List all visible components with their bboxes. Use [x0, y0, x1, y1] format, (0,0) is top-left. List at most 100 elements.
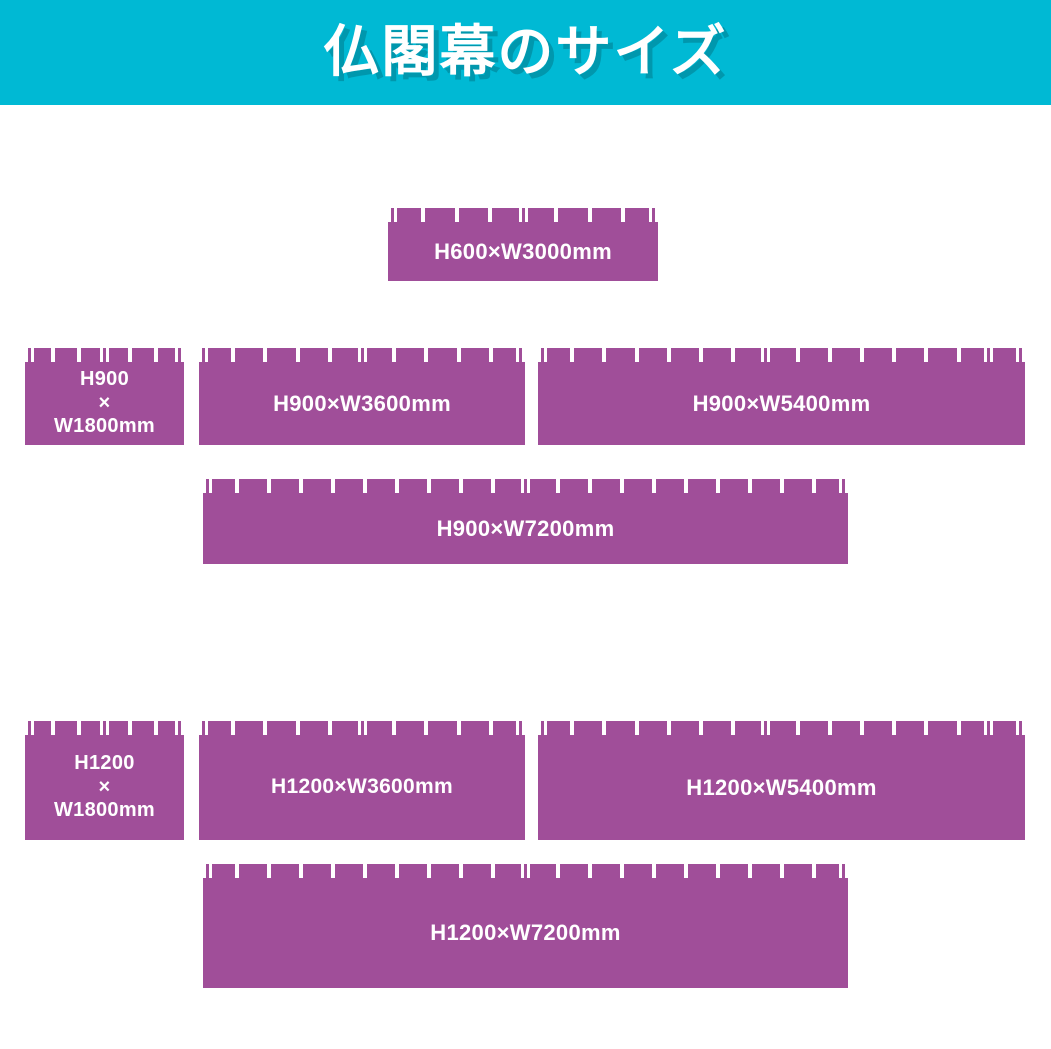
banner-notch [331, 864, 336, 878]
banner-seam-notch [203, 864, 212, 878]
banner-seam-divider [28, 721, 31, 735]
banner-seam-divider [764, 348, 768, 362]
banner-notch [154, 348, 159, 362]
banner-notch [795, 721, 800, 735]
header-banner: 仏閣幕のサイズ [0, 0, 1051, 105]
banner-notch [295, 348, 300, 362]
banner-notch [231, 348, 236, 362]
banner-notch [295, 721, 300, 735]
banner-seam-divider [206, 479, 209, 493]
banner-size-label: H1200×W7200mm [430, 920, 621, 946]
banner-notch [699, 721, 703, 735]
banner-seam-divider [987, 721, 991, 735]
banner-notch [267, 479, 272, 493]
banner-notch [456, 348, 461, 362]
banner-size-label: H1200 × W1800mm [53, 752, 156, 822]
banner-size-label: H900×W3600mm [273, 390, 451, 416]
banner-top-slits [25, 348, 184, 362]
banner-size-label: H900 × W1800mm [53, 368, 156, 438]
banner-notch [555, 479, 560, 493]
banner-seam-divider [987, 348, 991, 362]
banner-top-slits [203, 864, 848, 878]
banner-h900-w1800: H900 × W1800mm [25, 348, 184, 445]
banner-notch [555, 864, 560, 878]
banner-notch [128, 721, 133, 735]
banner-notch [747, 864, 752, 878]
banner-notch [395, 864, 400, 878]
banner-notch [811, 864, 816, 878]
banner-notch [491, 864, 496, 878]
banner-notch [299, 864, 304, 878]
banner-notch [331, 479, 336, 493]
banner-h900-w5400: H900×W5400mm [538, 348, 1025, 445]
banner-notch [811, 479, 816, 493]
banner-notch [76, 348, 81, 362]
banner-notch [860, 348, 864, 362]
banner-notch [731, 721, 736, 735]
banner-notch [263, 721, 268, 735]
banner-h600-w3000: H600×W3000mm [388, 208, 658, 281]
banner-seam-divider [178, 348, 181, 362]
banner-notch [50, 348, 55, 362]
banner-notch [235, 479, 240, 493]
banner-notch [620, 208, 625, 222]
banner-notch [731, 348, 736, 362]
banner-notch [587, 479, 592, 493]
banner-seam-notch [839, 479, 848, 493]
banner-top-slits [538, 721, 1025, 735]
banner-notch [263, 348, 268, 362]
banner-h900-w3600: H900×W3600mm [199, 348, 525, 445]
banner-notch [795, 348, 800, 362]
banner-notch [587, 864, 592, 878]
banner-notch [128, 348, 133, 362]
banner-notch [619, 864, 624, 878]
banner-notch [666, 721, 671, 735]
banner-notch [827, 721, 832, 735]
banner-seam-divider [541, 721, 544, 735]
banner-top-slits [199, 721, 525, 735]
banner-seam-notch [538, 348, 547, 362]
banner-seam-notch [839, 864, 848, 878]
banner-notch [456, 721, 461, 735]
banner-notch [779, 479, 784, 493]
banner-seam-notch [984, 721, 994, 735]
banner-notch [363, 479, 368, 493]
banner-seam-notch [984, 348, 994, 362]
banner-size-label: H1200×W5400mm [686, 774, 877, 800]
banner-notch [459, 479, 464, 493]
banner-notch [651, 479, 656, 493]
banner-seam-divider [202, 348, 205, 362]
banner-seam-notch [516, 348, 525, 362]
banner-seam-notch [25, 348, 34, 362]
banner-seam-divider [103, 348, 106, 362]
banner-notch [488, 721, 493, 735]
banner-seam-divider [521, 208, 525, 222]
banner-notch [892, 348, 897, 362]
banner-notch [924, 348, 929, 362]
banner-notch [424, 721, 429, 735]
banner-notch [427, 479, 432, 493]
banner-seam-divider [842, 864, 845, 878]
banner-notch [454, 208, 459, 222]
banner-notch [892, 721, 897, 735]
banner-seam-divider [519, 721, 522, 735]
banner-seam-divider [764, 721, 768, 735]
banner-notch [459, 864, 464, 878]
banner-seam-divider [524, 479, 527, 493]
banner-seam-notch [175, 348, 184, 362]
banner-seam-divider [202, 721, 205, 735]
banner-size-label: H1200×W3600mm [271, 775, 453, 799]
banner-notch [619, 479, 624, 493]
banner-size-label: H600×W3000mm [434, 238, 612, 264]
banner-notch [634, 348, 639, 362]
banner-seam-notch [1016, 721, 1025, 735]
banner-notch [154, 721, 159, 735]
banner-size-label: H900×W5400mm [692, 390, 871, 416]
banner-notch [956, 348, 961, 362]
banner-seam-divider [524, 864, 527, 878]
banner-seam-divider [206, 864, 209, 878]
banner-seam-notch [518, 208, 528, 222]
banner-seam-notch [357, 721, 367, 735]
banner-seam-notch [357, 348, 367, 362]
